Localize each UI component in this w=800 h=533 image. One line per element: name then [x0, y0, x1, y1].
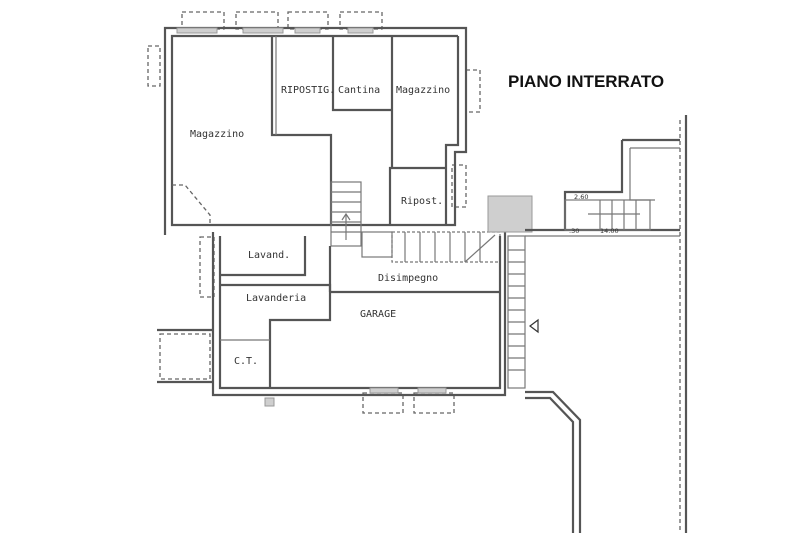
room-label-cantina: Cantina — [338, 85, 380, 96]
room-label-garage: GARAGE — [360, 309, 396, 320]
dimension-width: 2.60 — [574, 193, 588, 201]
room-label-magazzino-right: Magazzino — [396, 85, 450, 96]
room-label-ripostiglio: RIPOSTIG. — [281, 85, 335, 96]
room-label-lavand: Lavand. — [248, 250, 290, 261]
lower-walls — [157, 232, 507, 407]
room-label-ripost: Ripost. — [401, 196, 443, 207]
dimension-offset: .30 — [569, 227, 579, 235]
light-wells-top — [147, 11, 481, 414]
room-label-magazzino: Magazzino — [190, 129, 244, 140]
central-staircase — [330, 181, 501, 263]
room-label-ct: C.T. — [234, 356, 258, 367]
entrance-arrow-icon — [529, 318, 539, 334]
exterior-area — [525, 115, 688, 533]
plan-title: PIANO INTERRATO — [508, 72, 664, 91]
dimension-length: 14.00 — [600, 227, 619, 235]
room-label-disimpegno: Disimpegno — [378, 273, 438, 284]
side-stair — [487, 195, 539, 389]
room-label-lavanderia: Lavanderia — [246, 293, 306, 304]
upper-walls — [163, 26, 468, 235]
